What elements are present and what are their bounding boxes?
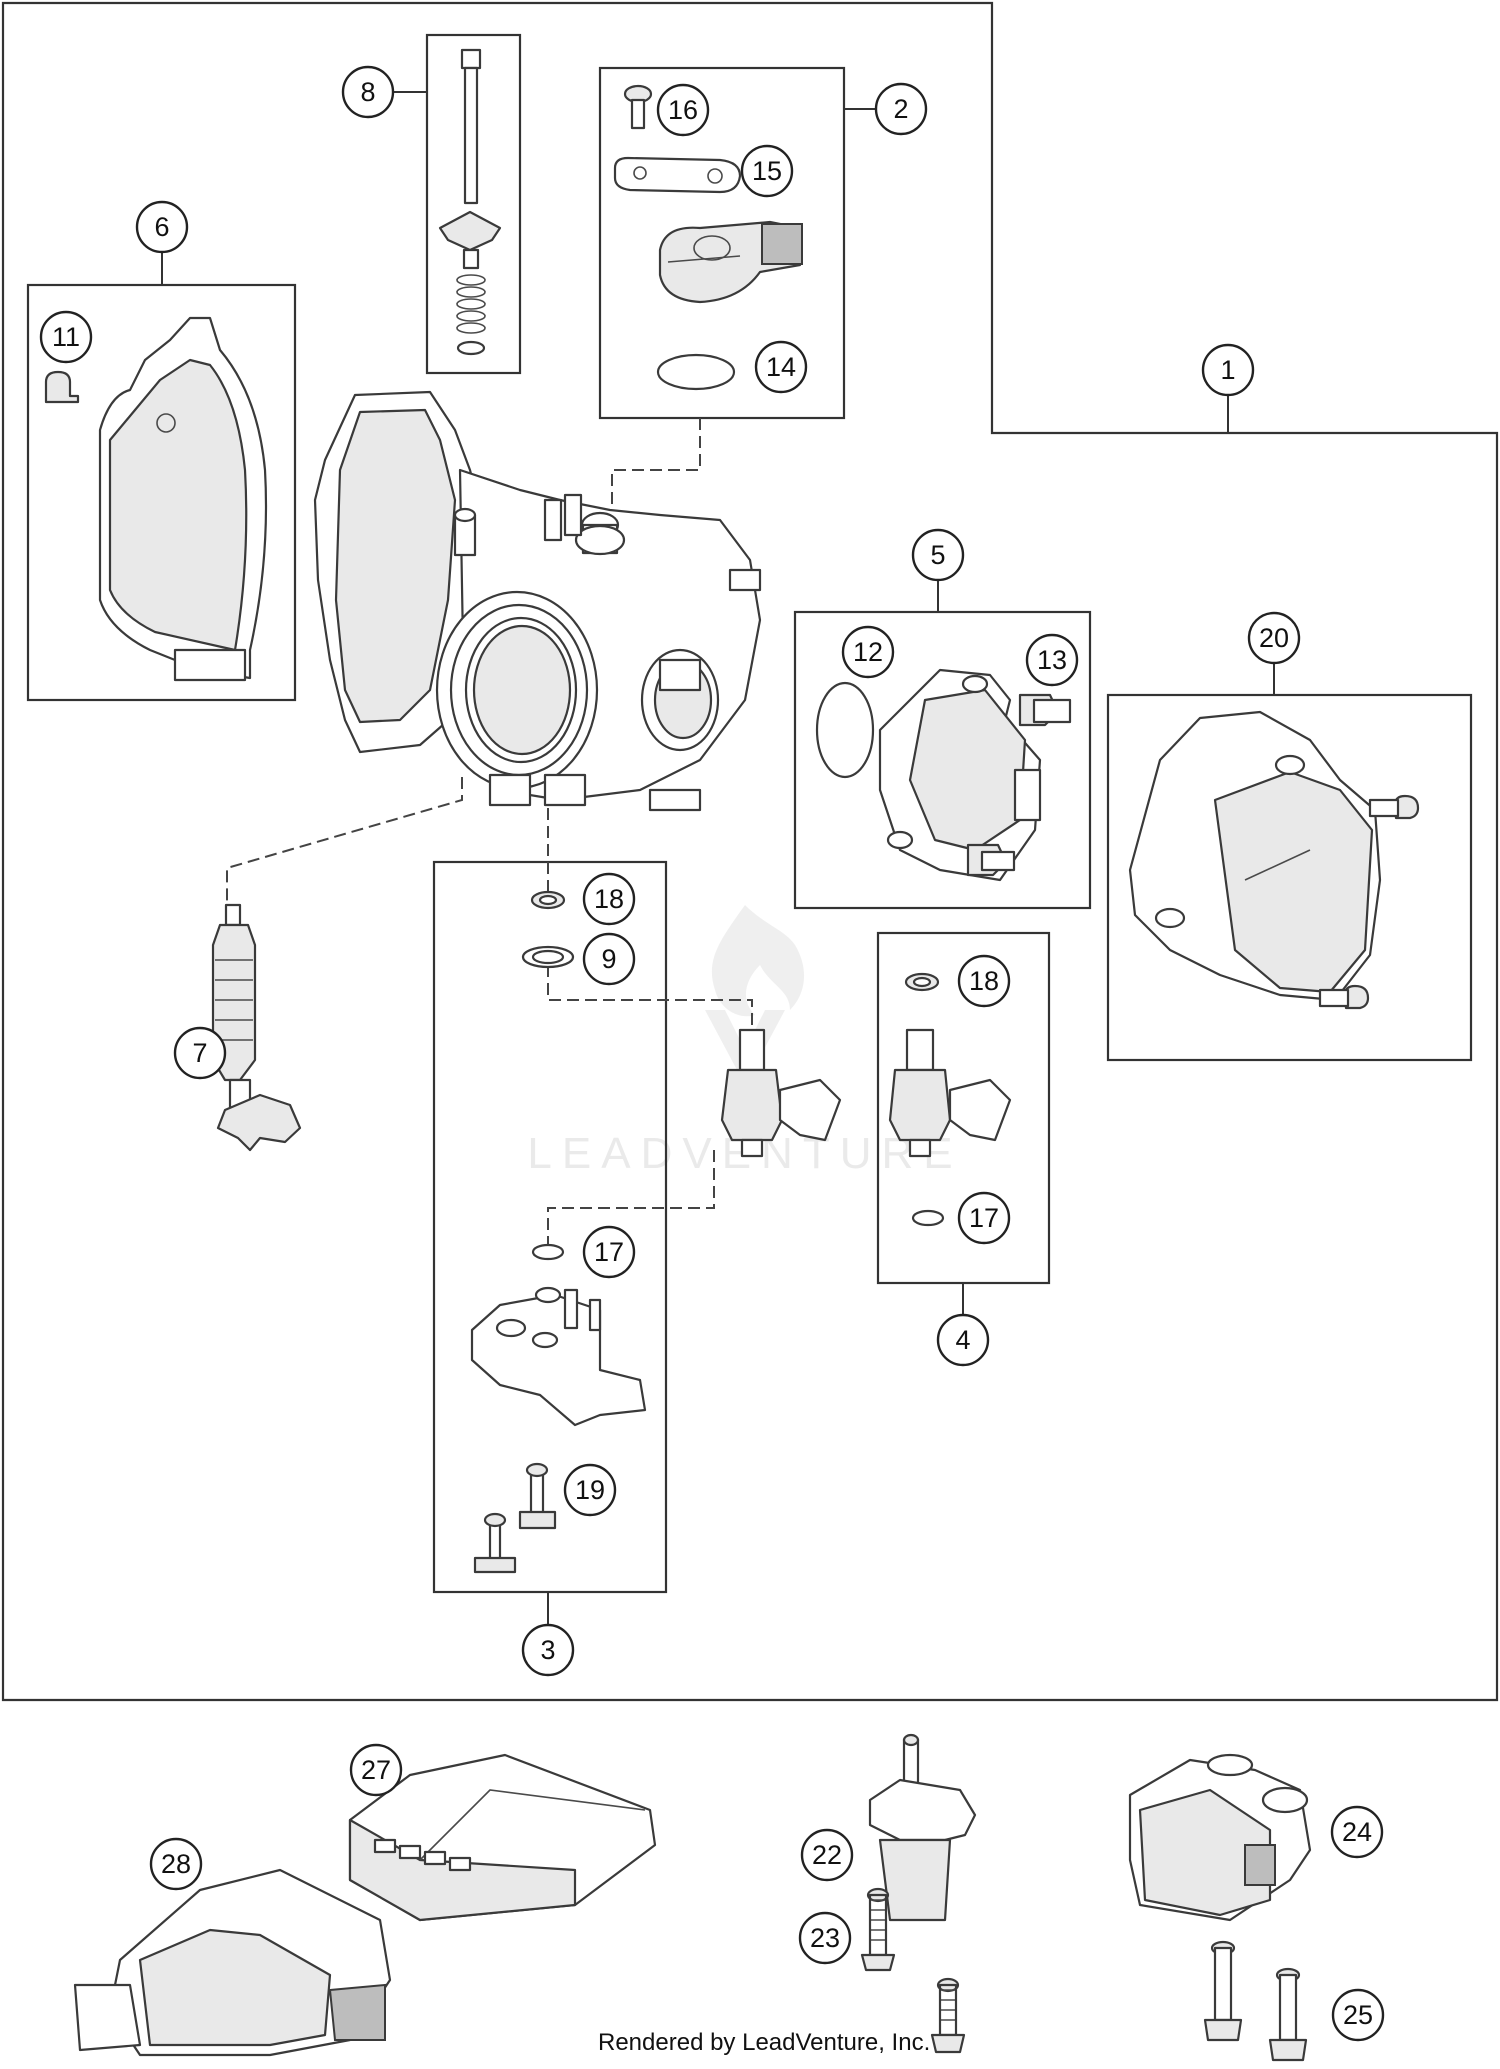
callout-2: 2: [874, 82, 928, 136]
callout-27: 27: [349, 1743, 403, 1797]
callout-14: 14: [754, 340, 808, 394]
tps-assembly-5: [815, 668, 1072, 882]
tps-cover-20: [1128, 710, 1420, 1010]
group-20-box: [1106, 693, 1473, 1062]
svg-text:25: 25: [1343, 2000, 1373, 2030]
svg-text:19: 19: [575, 1475, 605, 1505]
svg-text:1: 1: [1220, 355, 1235, 385]
callout-5: 5: [911, 528, 965, 582]
svg-text:18: 18: [594, 884, 624, 914]
svg-text:27: 27: [361, 1755, 391, 1785]
assembly-1-outline: [1, 1, 1499, 1702]
callout-15: 15: [740, 144, 794, 198]
group-8-box: [425, 33, 522, 375]
injector-assembly-3: [470, 890, 842, 1574]
ecu-27-part: [348, 1753, 657, 1922]
leader-lines: [161, 91, 1275, 1628]
callout-23: 23: [798, 1911, 852, 1965]
callout-3: 3: [521, 1623, 575, 1677]
assembly-dash-lines: [226, 418, 753, 1245]
callout-20: 20: [1247, 611, 1301, 665]
svg-text:8: 8: [360, 77, 375, 107]
svg-text:24: 24: [1342, 1817, 1372, 1847]
callout-11: 11: [39, 310, 93, 364]
svg-text:3: 3: [540, 1635, 555, 1665]
callout-17b: 17: [957, 1191, 1011, 1245]
callout-16: 16: [656, 83, 710, 137]
svg-text:16: 16: [668, 95, 698, 125]
callout-28: 28: [149, 1837, 203, 1891]
screws-23-part: [860, 1887, 966, 2054]
callout-25: 25: [1331, 1988, 1385, 2042]
tps-sensor-parts: [613, 84, 803, 391]
svg-text:14: 14: [766, 352, 796, 382]
watermark-v-icon: [705, 1010, 785, 1085]
svg-text:23: 23: [810, 1923, 840, 1953]
svg-text:5: 5: [930, 540, 945, 570]
svg-text:6: 6: [154, 212, 169, 242]
footer-credit: Rendered by LeadVenture, Inc.: [598, 2029, 930, 2056]
svg-text:17: 17: [969, 1203, 999, 1233]
svg-text:12: 12: [853, 637, 883, 667]
screws-25-part: [1203, 1940, 1308, 2062]
svg-text:18: 18: [969, 966, 999, 996]
callout-18b: 18: [957, 954, 1011, 1008]
svg-text:11: 11: [52, 322, 80, 352]
callout-12: 12: [841, 625, 895, 679]
svg-text:20: 20: [1259, 623, 1289, 653]
watermark-flame-icon: [711, 905, 805, 1017]
svg-text:4: 4: [955, 1325, 970, 1355]
svg-text:13: 13: [1037, 645, 1067, 675]
svg-text:2: 2: [893, 94, 908, 124]
callout-22: 22: [800, 1828, 854, 1882]
svg-text:17: 17: [594, 1237, 624, 1267]
group-5-box: [793, 610, 1092, 910]
callout-13: 13: [1025, 633, 1079, 687]
svg-text:15: 15: [752, 156, 782, 186]
idle-air-valve-part: [211, 903, 302, 1152]
callout-6: 6: [135, 200, 189, 254]
injector-assembly-4: [888, 972, 1012, 1227]
callout-7: 7: [173, 1026, 227, 1080]
svg-text:22: 22: [812, 1840, 842, 1870]
group-2-box: [598, 66, 846, 420]
callout-18a: 18: [582, 872, 636, 926]
throttle-bracket-part: [44, 316, 268, 682]
callout-19: 19: [563, 1463, 617, 1517]
idle-screw-part: [438, 48, 502, 356]
svg-text:7: 7: [192, 1038, 207, 1068]
group-3-box: [432, 860, 668, 1594]
svg-text:28: 28: [161, 1849, 191, 1879]
callout-4: 4: [936, 1313, 990, 1367]
sensor-24-part: [1128, 1753, 1312, 1922]
callout-17a: 17: [582, 1225, 636, 1279]
callout-1: 1: [1201, 343, 1255, 397]
callout-8: 8: [341, 65, 395, 119]
svg-text:9: 9: [601, 944, 616, 974]
callout-24: 24: [1330, 1805, 1384, 1859]
throttle-body-part: [313, 390, 762, 812]
ecu-28-part: [73, 1868, 392, 2057]
callout-9: 9: [582, 932, 636, 986]
